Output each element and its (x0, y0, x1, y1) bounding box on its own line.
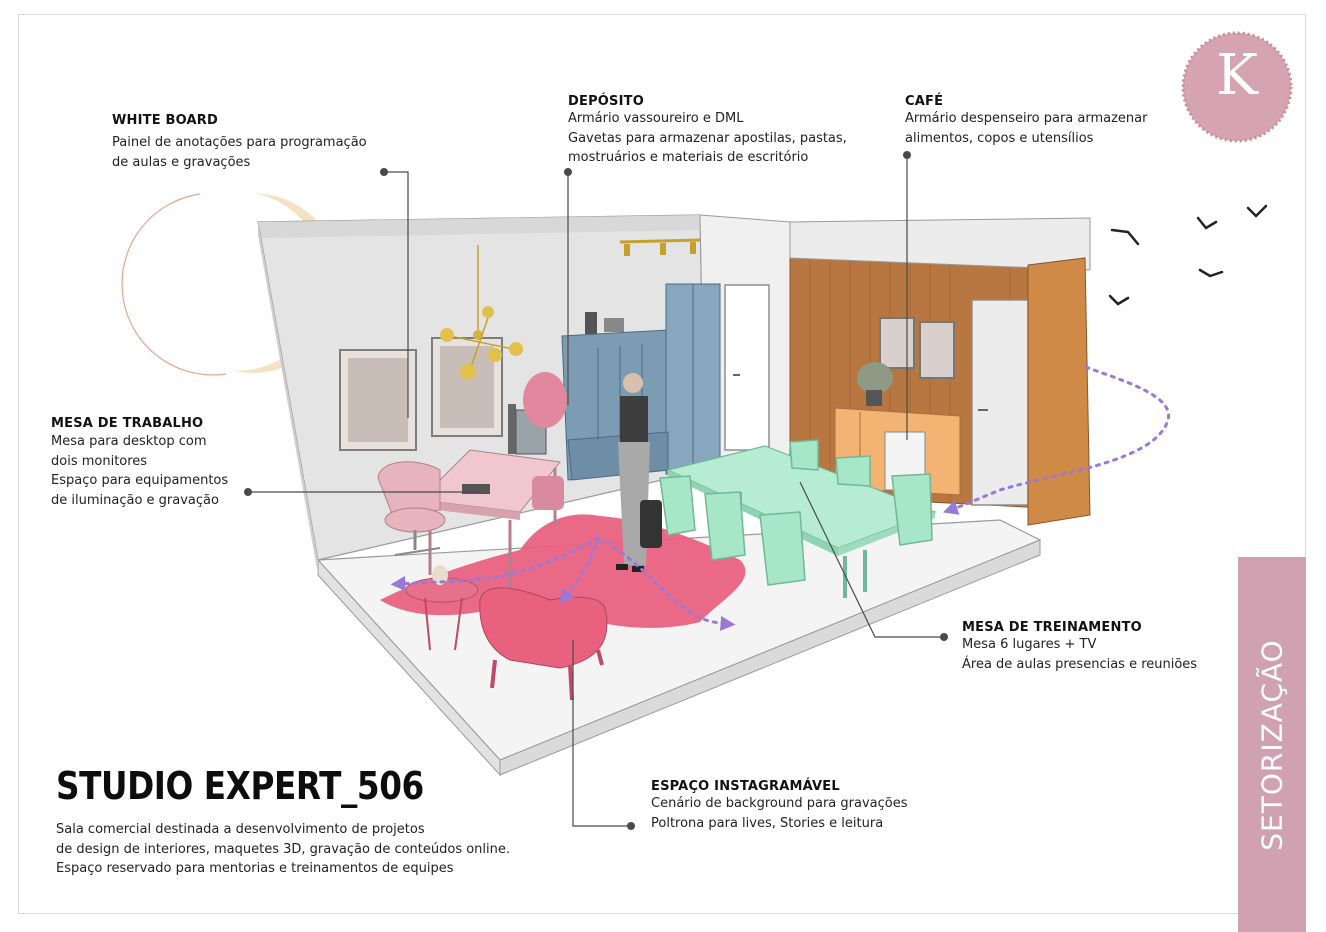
training-table (659, 439, 937, 598)
back-wall (619, 214, 791, 496)
door-deposito (724, 284, 770, 451)
zone-title: DEPÓSITO (568, 94, 644, 109)
zone-line: Gavetas para armazenar apostilas, pastas… (568, 130, 847, 146)
person-figure (616, 373, 662, 572)
label-cafe: CAFÉ Armário despenseiro para armazenar … (905, 94, 1147, 148)
description-line: Espaço reservado para mentorias e treina… (56, 861, 454, 876)
description-line: Sala comercial destinada a desenvolvimen… (56, 822, 425, 837)
logo-badge (1181, 31, 1293, 143)
label-mesa-de-trabalho: MESA DE TRABALHO Mesa para desktop com d… (51, 416, 228, 510)
zone-line: mostruários e materiais de escritório (568, 150, 809, 165)
zone-line: Mesa para desktop com (51, 434, 207, 449)
logo-letter: K (1216, 43, 1258, 108)
zone-line: Poltrona para lives, Stories e leitura (651, 815, 884, 831)
zone-title: WHITE BOARD (112, 113, 219, 128)
leader-dots (244, 151, 948, 830)
armchair (479, 587, 608, 701)
project-description: Sala comercial destinada a desenvolvimen… (56, 820, 510, 879)
leader-lines (248, 155, 944, 827)
flow-arrows (390, 365, 1170, 631)
zone-title: ESPAÇO INSTAGRAMÁVEL (651, 779, 840, 794)
label-mesa-de-treinamento: MESA DE TREINAMENTO Mesa 6 lugares + TV … (962, 620, 1197, 674)
side-tab: SETORIZAÇÃO (1238, 557, 1306, 932)
zone-line: dois monitores (51, 453, 148, 469)
zone-line: Espaço para equipamentos (51, 473, 229, 488)
birds-decoration (1108, 204, 1268, 306)
project-title: STUDIO EXPERT_506 (56, 764, 424, 808)
zone-line: Área de aulas presencias e reuniões (962, 656, 1198, 672)
zone-title: CAFÉ (905, 94, 944, 109)
zone-line: de iluminação e gravação (51, 492, 219, 508)
wood-wall (789, 217, 1091, 526)
label-espaco-instagramavel: ESPAÇO INSTAGRAMÁVEL Cenário de backgrou… (651, 779, 907, 833)
zone-line: de aulas e gravações (112, 154, 251, 170)
zone-line: Mesa 6 lugares + TV (962, 637, 1097, 652)
door-cafe (971, 299, 1029, 506)
zone-line: Painel de anotações para programação (112, 135, 367, 150)
side-tab-label: SETORIZAÇÃO (1255, 638, 1289, 851)
description-line: de design de interiores, maquetes 3D, gr… (56, 841, 511, 857)
zone-title: MESA DE TREINAMENTO (962, 620, 1142, 635)
zone-line: Armário despenseiro para armazenar (905, 111, 1148, 126)
page-frame (18, 14, 1306, 914)
label-white-board: WHITE BOARD Painel de anotações para pro… (112, 113, 367, 172)
zone-line: alimentos, copos e utensílios (905, 130, 1094, 146)
zone-title: MESA DE TRABALHO (51, 416, 204, 431)
zone-line: Cenário de background para gravações (651, 796, 908, 811)
desk-chair (377, 461, 446, 556)
label-deposito: DEPÓSITO Armário vassoureiro e DML Gavet… (568, 94, 847, 168)
zone-line: Armário vassoureiro e DML (568, 111, 744, 126)
